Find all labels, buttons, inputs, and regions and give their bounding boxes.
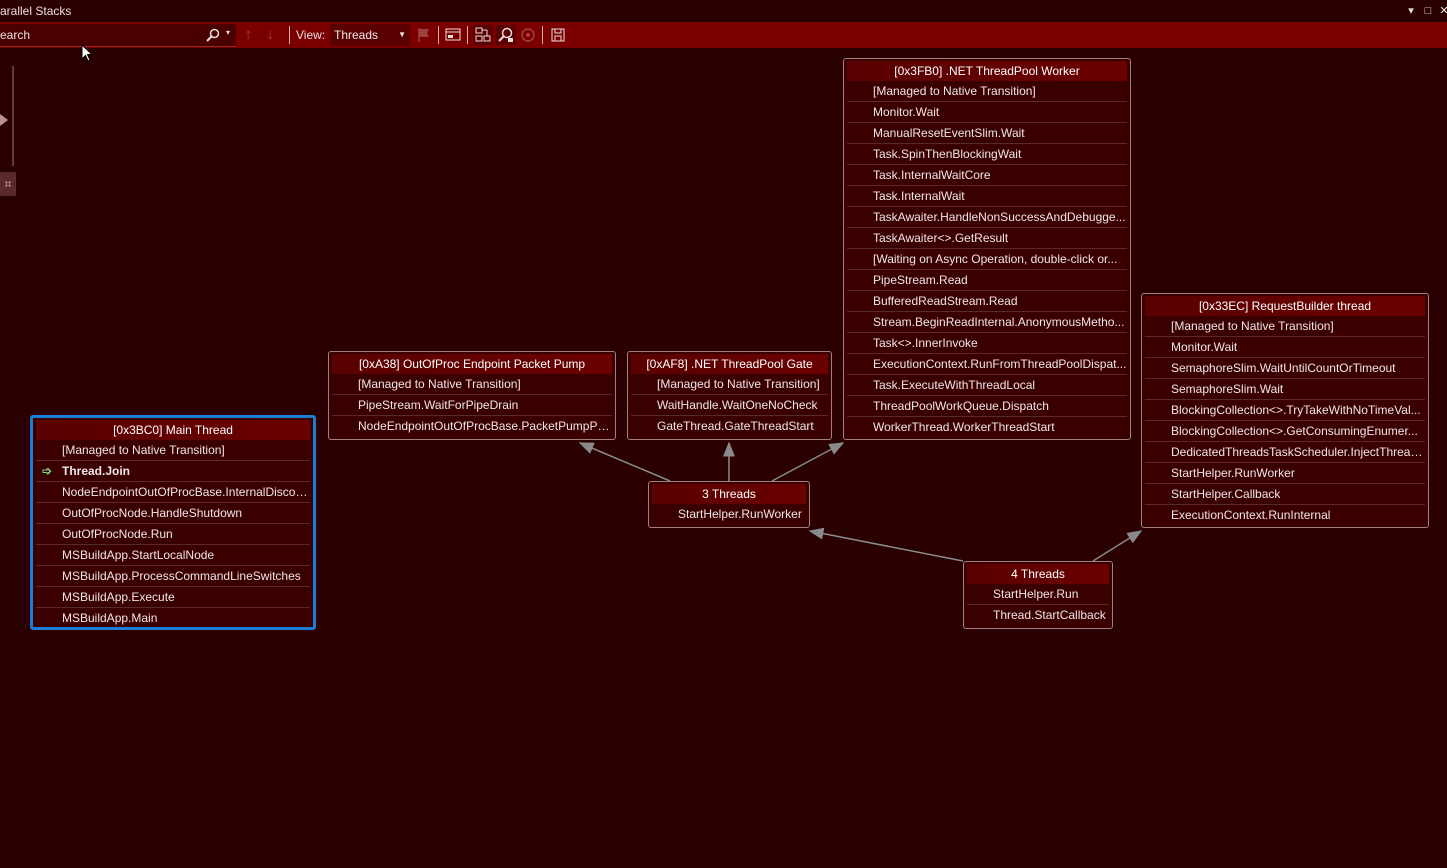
window-title: arallel Stacks xyxy=(0,4,72,18)
stack-frame[interactable]: BlockingCollection<>.GetConsumingEnumer.… xyxy=(1145,421,1425,442)
stack-frame[interactable]: MSBuildApp.Main xyxy=(62,611,158,625)
stack-frame[interactable]: TaskAwaiter<>.GetResult xyxy=(847,228,1127,249)
stack-frame[interactable]: [Managed to Native Transition] xyxy=(332,374,612,395)
search-icon[interactable] xyxy=(206,28,220,42)
edge-three-to-pump xyxy=(578,442,671,482)
view-select[interactable]: Threads ▼ xyxy=(330,24,410,46)
edge-four-to-request xyxy=(1092,530,1143,562)
toolbar-separator xyxy=(542,26,543,44)
stack-node-request-builder[interactable]: [0x33EC] RequestBuilder thread [Managed … xyxy=(1141,293,1429,528)
stack-frame[interactable]: WorkerThread.WorkerThreadStart xyxy=(873,420,1055,434)
stack-node-threadpool-worker[interactable]: [0x3FB0] .NET ThreadPool Worker [Managed… xyxy=(843,58,1131,440)
stack-frame[interactable]: PipeStream.Read xyxy=(847,270,1127,291)
stack-frame[interactable]: PipeStream.WaitForPipeDrain xyxy=(332,395,612,416)
mouse-cursor-icon xyxy=(81,44,93,62)
toolbar-separator xyxy=(289,26,290,44)
stack-frame[interactable]: BlockingCollection<>.TryTakeWithNoTimeVa… xyxy=(1145,400,1425,421)
stack-frame[interactable]: ExecutionContext.RunFromThreadPoolDispat… xyxy=(847,354,1127,375)
stack-frame[interactable]: OutOfProcNode.HandleShutdown xyxy=(36,503,310,524)
stack-frame[interactable]: [Managed to Native Transition] xyxy=(847,81,1127,102)
stack-frame[interactable]: SemaphoreSlim.WaitUntilCountOrTimeout xyxy=(1145,358,1425,379)
stack-frame-current[interactable]: ➩ Thread.Join xyxy=(36,461,310,482)
node-title: 3 Threads xyxy=(652,484,806,504)
auto-scroll-icon[interactable] xyxy=(518,25,538,45)
close-button[interactable]: ✕ xyxy=(1439,5,1447,17)
stack-frame[interactable]: SemaphoreSlim.Wait xyxy=(1145,379,1425,400)
node-title: 4 Threads xyxy=(967,564,1109,584)
stack-node-packet-pump[interactable]: [0xA38] OutOfProc Endpoint Packet Pump [… xyxy=(328,351,616,440)
node-title: [0x33EC] RequestBuilder thread xyxy=(1145,296,1425,316)
flag-icon[interactable] xyxy=(414,25,434,45)
stack-node-main-thread[interactable]: [0x3BC0] Main Thread [Managed to Native … xyxy=(30,415,316,630)
search-placeholder: earch xyxy=(0,28,31,42)
search-input[interactable]: earch ▾ xyxy=(0,24,236,47)
zoom-slider[interactable] xyxy=(0,66,16,166)
view-select-value: Threads xyxy=(334,28,379,42)
stack-frame[interactable]: NodeEndpointOutOfProcBase.PacketPumpProc xyxy=(358,419,612,433)
stack-frame[interactable]: [Waiting on Async Operation, double-clic… xyxy=(847,249,1127,270)
stack-frame[interactable]: [Managed to Native Transition] xyxy=(631,374,828,395)
save-icon[interactable] xyxy=(548,25,568,45)
search-options-dropdown-icon[interactable]: ▾ xyxy=(226,28,231,37)
stack-frame[interactable]: Monitor.Wait xyxy=(1145,337,1425,358)
maximize-button[interactable]: □ xyxy=(1424,5,1432,17)
show-external-code-icon[interactable] xyxy=(443,25,463,45)
stack-frame[interactable]: Task.InternalWait xyxy=(847,186,1127,207)
stack-frame[interactable]: TaskAwaiter.HandleNonSuccessAndDebugge..… xyxy=(847,207,1127,228)
stack-frame[interactable]: GateThread.GateThreadStart xyxy=(657,419,814,433)
method-view-icon[interactable] xyxy=(473,25,493,45)
zoom-slider-track xyxy=(12,66,14,166)
stack-frame[interactable]: Task<>.InnerInvoke xyxy=(847,333,1127,354)
stack-frame[interactable]: StartHelper.RunWorker xyxy=(678,507,802,521)
stack-frame[interactable]: MSBuildApp.StartLocalNode xyxy=(36,545,310,566)
stack-frame[interactable]: StartHelper.Run xyxy=(967,584,1109,605)
stack-frame[interactable]: Thread.StartCallback xyxy=(993,608,1106,622)
stack-node-4-threads[interactable]: 4 Threads StartHelper.Run Thread.StartCa… xyxy=(963,561,1113,629)
view-label: View: xyxy=(296,28,326,42)
stack-frame[interactable]: NodeEndpointOutOfProcBase.InternalDiscon… xyxy=(36,482,310,503)
stack-frame[interactable]: ThreadPoolWorkQueue.Dispatch xyxy=(847,396,1127,417)
fit-to-view-icon[interactable]: ⌗ xyxy=(0,172,16,196)
frame-label: Thread.Join xyxy=(62,464,131,478)
stack-frame[interactable]: Task.SpinThenBlockingWait xyxy=(847,144,1127,165)
window-menu-dropdown[interactable]: ▾ xyxy=(1408,5,1414,17)
stack-frame[interactable]: Task.InternalWaitCore xyxy=(847,165,1127,186)
stack-frame[interactable]: [Managed to Native Transition] xyxy=(1145,316,1425,337)
stack-frame[interactable]: ManualResetEventSlim.Wait xyxy=(847,123,1127,144)
stack-frame[interactable]: WaitHandle.WaitOneNoCheck xyxy=(631,395,828,416)
window-titlebar: arallel Stacks ▾ □ ✕ xyxy=(0,0,1447,22)
toolbar-separator xyxy=(438,26,439,44)
zoom-to-fit-icon[interactable] xyxy=(496,25,516,45)
stack-frame[interactable]: OutOfProcNode.Run xyxy=(36,524,310,545)
zoom-slider-thumb[interactable] xyxy=(0,114,8,126)
stack-frame[interactable]: MSBuildApp.Execute xyxy=(36,587,310,608)
stack-frame[interactable]: ExecutionContext.RunInternal xyxy=(1171,508,1331,522)
current-frame-arrow-icon: ➩ xyxy=(42,464,53,478)
stack-node-3-threads[interactable]: 3 Threads StartHelper.RunWorker xyxy=(648,481,810,528)
toolbar-separator xyxy=(467,26,468,44)
search-next-icon[interactable]: 🡓 xyxy=(267,28,274,42)
stack-frame[interactable]: MSBuildApp.ProcessCommandLineSwitches xyxy=(36,566,310,587)
stack-frame[interactable]: Task.ExecuteWithThreadLocal xyxy=(847,375,1127,396)
node-title: [0xAF8] .NET ThreadPool Gate xyxy=(631,354,828,374)
node-title: [0xA38] OutOfProc Endpoint Packet Pump xyxy=(332,354,612,374)
edge-three-to-worker xyxy=(771,442,845,482)
stack-node-threadpool-gate[interactable]: [0xAF8] .NET ThreadPool Gate [Managed to… xyxy=(627,351,832,440)
node-title: [0x3BC0] Main Thread xyxy=(36,420,310,440)
stack-frame[interactable]: BufferedReadStream.Read xyxy=(847,291,1127,312)
stack-frame[interactable]: Monitor.Wait xyxy=(847,102,1127,123)
chevron-down-icon: ▼ xyxy=(398,30,406,39)
node-title: [0x3FB0] .NET ThreadPool Worker xyxy=(847,61,1127,81)
toolbar: earch ▾ 🡑 🡓 View: Threads ▼ xyxy=(0,22,1447,48)
stack-frame[interactable]: StartHelper.RunWorker xyxy=(1145,463,1425,484)
stack-frame[interactable]: Stream.BeginReadInternal.AnonymousMetho.… xyxy=(847,312,1127,333)
stack-frame[interactable]: DedicatedThreadsTaskScheduler.InjectThre… xyxy=(1145,442,1425,463)
stack-frame[interactable]: [Managed to Native Transition] xyxy=(36,440,310,461)
search-previous-icon[interactable]: 🡑 xyxy=(245,28,252,42)
edge-four-to-three xyxy=(808,527,964,562)
stack-frame[interactable]: StartHelper.Callback xyxy=(1145,484,1425,505)
